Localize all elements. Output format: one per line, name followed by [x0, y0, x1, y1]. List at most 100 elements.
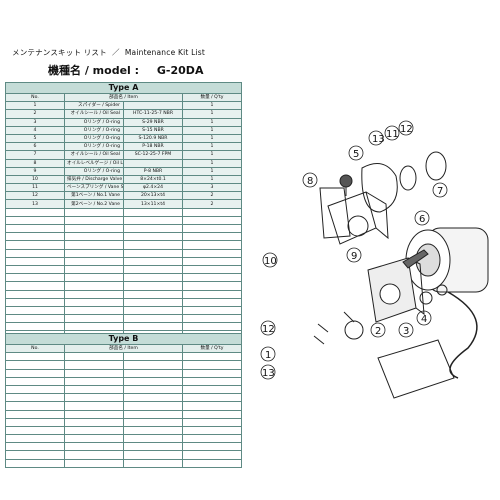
cell-no: 5: [5, 133, 65, 144]
empty-cell: [123, 322, 183, 332]
cell-spec: HTC-11-25-7 NBR: [123, 109, 183, 119]
empty-cell: [5, 393, 65, 403]
cell-qty: 2: [182, 191, 242, 201]
cell-name: 第1ベーン / No.1 Vane: [64, 191, 124, 201]
empty-cell: [64, 256, 124, 266]
empty-cell: [5, 417, 65, 427]
empty-cell: [64, 215, 124, 226]
empty-cell: [64, 450, 124, 460]
empty-row: [5, 314, 242, 324]
callout-labels: 13 11 12 5 8 7 9 6 10 4 3 2 12 1 13: [260, 120, 448, 380]
empty-row: [5, 401, 242, 411]
cell-qty: 3: [182, 183, 242, 193]
empty-cell: [123, 289, 183, 299]
col-no: No.: [5, 343, 65, 354]
cell-name: Oリング / O-ring: [64, 125, 124, 135]
cell-spec: S-120.9 NBR: [123, 133, 183, 144]
empty-row: [5, 458, 242, 468]
type-b-table: Type B No. 部品名 / Item 数量 / Q'ty: [5, 333, 242, 468]
empty-cell: [5, 409, 65, 419]
cell-spec: [123, 101, 183, 111]
cell-no: 2: [5, 109, 65, 119]
empty-cell: [5, 442, 65, 452]
empty-row: [5, 434, 242, 444]
empty-cell: [5, 207, 65, 217]
cell-spec: P-18 NBR: [123, 142, 183, 152]
cell-no: 10: [5, 174, 65, 185]
header-title: メンテナンスキット リスト ／ Maintenance Kit List: [12, 47, 205, 58]
empty-cell: [182, 417, 242, 427]
empty-cell: [64, 417, 124, 427]
empty-cell: [123, 425, 183, 436]
cell-qty: 1: [182, 166, 242, 176]
col-qty: 数量 / Q'ty: [182, 92, 242, 103]
empty-cell: [64, 240, 124, 250]
empty-cell: [5, 368, 65, 378]
cell-spec: S-29 NBR: [123, 117, 183, 127]
empty-cell: [5, 384, 65, 395]
cell-no: 11: [5, 183, 65, 193]
empty-cell: [123, 409, 183, 419]
empty-cell: [123, 207, 183, 217]
empty-row: [5, 417, 242, 427]
empty-cell: [182, 264, 242, 275]
empty-cell: [123, 352, 183, 362]
empty-row: [5, 256, 242, 266]
empty-cell: [182, 273, 242, 283]
empty-cell: [123, 368, 183, 378]
empty-cell: [182, 384, 242, 395]
empty-cell: [5, 360, 65, 370]
gasket: [361, 163, 398, 213]
empty-cell: [182, 289, 242, 299]
callout-4: 4: [421, 314, 427, 325]
empty-cell: [123, 401, 183, 411]
empty-cell: [182, 368, 242, 378]
empty-cell: [64, 297, 124, 307]
empty-cell: [64, 322, 124, 332]
empty-cell: [64, 305, 124, 316]
empty-cell: [64, 314, 124, 324]
empty-cell: [123, 376, 183, 386]
cell-qty: 2: [182, 199, 242, 209]
empty-cell: [123, 240, 183, 250]
empty-cell: [123, 281, 183, 291]
callout-8: 8: [307, 176, 313, 187]
empty-cell: [64, 376, 124, 386]
empty-cell: [5, 314, 65, 324]
callout-2: 2: [375, 326, 381, 337]
empty-cell: [182, 450, 242, 460]
cell-spec: [123, 158, 183, 168]
empty-row: [5, 264, 242, 275]
empty-cell: [5, 223, 65, 234]
empty-cell: [182, 314, 242, 324]
empty-cell: [5, 215, 65, 226]
cell-name: Oリング / O-ring: [64, 166, 124, 176]
col-qty: 数量 / Q'ty: [182, 343, 242, 354]
cell-qty: 1: [182, 133, 242, 144]
empty-cell: [5, 450, 65, 460]
empty-cell: [182, 360, 242, 370]
empty-cell: [182, 256, 242, 266]
empty-cell: [182, 281, 242, 291]
empty-cell: [123, 248, 183, 258]
model-value: G-20DA: [156, 64, 204, 77]
empty-row: [5, 297, 242, 307]
cell-qty: 1: [182, 158, 242, 168]
empty-row: [5, 322, 242, 332]
model-line: 機種名 / model : G-20DA: [48, 62, 203, 78]
empty-row: [5, 240, 242, 250]
callout-10: 10: [264, 256, 277, 267]
empty-cell: [5, 376, 65, 386]
cell-qty: 1: [182, 101, 242, 111]
empty-cell: [123, 273, 183, 283]
empty-cell: [182, 352, 242, 362]
col-no: No.: [5, 92, 65, 103]
empty-cell: [182, 297, 242, 307]
empty-cell: [64, 352, 124, 362]
